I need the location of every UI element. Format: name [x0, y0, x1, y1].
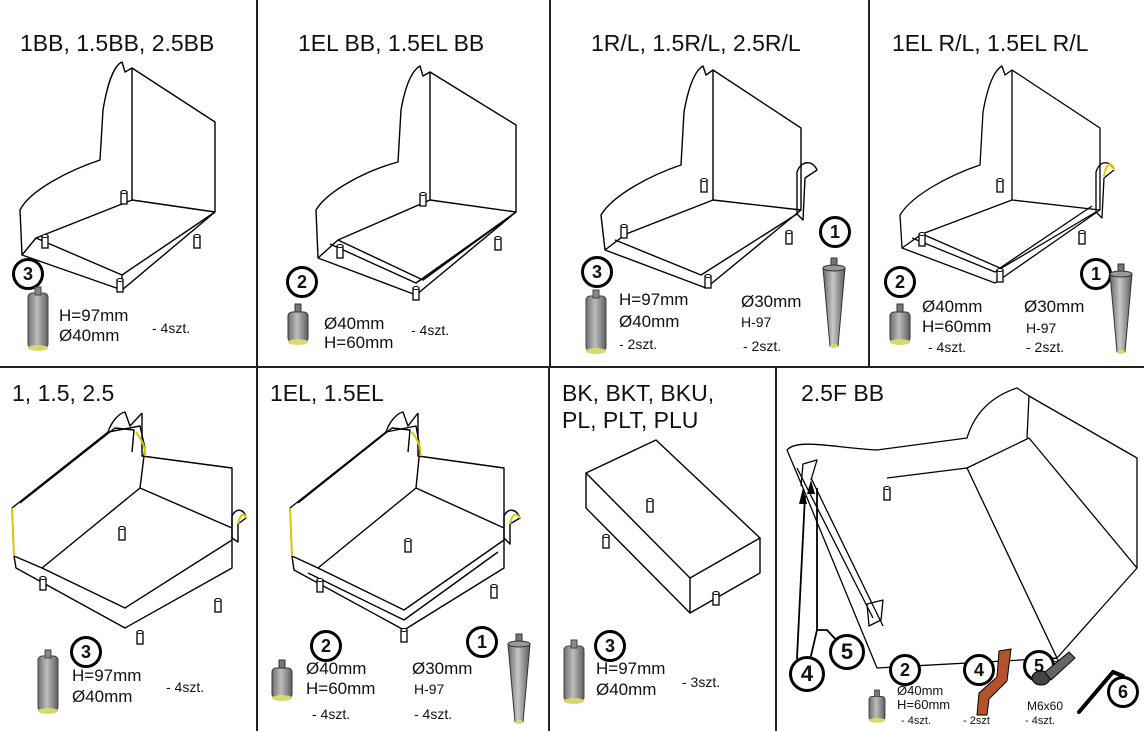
cylinder-leg-icon [37, 649, 59, 715]
part-number-badge: 2 [884, 266, 916, 298]
panel-1rl: 1R/L, 1.5R/L, 2.5R/L 3 H=97mm Ø40mm - 2s… [551, 0, 868, 366]
leg-diameter: Ø30mm [1024, 297, 1085, 316]
hex-key-icon [1077, 669, 1125, 714]
cylinder-leg-icon [563, 639, 585, 705]
leg-diameter: Ø30mm [412, 659, 473, 678]
cylinder-leg-icon [585, 289, 607, 355]
column-divider [775, 366, 777, 731]
panel-1el-rl: 1EL R/L, 1.5EL R/L 2 Ø40mm H=60mm - 4szt… [870, 0, 1144, 366]
leg-height: H=60mm [897, 697, 951, 712]
leg-height: H=97mm [72, 666, 142, 685]
part-number-badge: 2 [889, 654, 921, 686]
panel-title: 1EL BB, 1.5EL BB [298, 30, 485, 56]
bolt-icon [1031, 651, 1076, 686]
part-number-badge: 3 [70, 636, 102, 668]
short-leg-icon [287, 303, 309, 346]
leg-quantity: - 2szt. [1026, 339, 1065, 355]
bolt-quantity: - 4szt. [1025, 715, 1055, 727]
sofa-module-drawing [600, 65, 818, 289]
short-leg-icon [889, 303, 911, 346]
leg-height: H=97mm [619, 290, 689, 309]
part-number-badge: 2 [310, 630, 342, 662]
panel-1: 1, 1.5, 2.5 3 H=97mm Ø40mm - 4szt. [0, 368, 256, 731]
leg-diameter: Ø40mm [619, 312, 680, 331]
panel-title: 1EL R/L, 1.5EL R/L [892, 30, 1089, 56]
panel-title: 1R/L, 1.5R/L, 2.5R/L [591, 30, 801, 56]
leg-quantity: - 2szt. [743, 338, 782, 354]
column-divider [549, 0, 551, 366]
leg-height: H-97 [414, 681, 445, 697]
panel-title: 1BB, 1.5BB, 2.5BB [20, 30, 215, 56]
part-number-badge: 1 [1080, 258, 1112, 290]
leg-height: H-97 [1026, 320, 1057, 336]
part-number-badge: 2 [286, 266, 318, 298]
bracket-icon [976, 648, 1012, 716]
tapered-leg-icon [822, 257, 846, 349]
leg-diameter: Ø30mm [741, 292, 802, 311]
panel-1el: 1EL, 1.5EL 2 Ø40mm H=60mm - 4szt. 1 Ø3 [258, 368, 548, 731]
column-divider [548, 366, 550, 731]
panel-1bb: 1BB, 1.5BB, 2.5BB 3 H=97mm Ø40mm - 4szt. [0, 0, 256, 366]
leg-diameter: Ø40mm [922, 297, 983, 316]
panel-title: BK, BKT, BKU, PL, PLT, PLU [562, 380, 715, 433]
sofa-module-drawing [315, 65, 517, 301]
bracket-quantity: - 2szt [963, 715, 990, 727]
leg-quantity: - 3szt. [682, 674, 721, 690]
sofa-module-drawing [19, 61, 216, 293]
part-number-badge: 4 [963, 654, 995, 686]
panel-1el-bb: 1EL BB, 1.5EL BB 2 Ø40mm H=60mm - 4szt. [258, 0, 549, 366]
column-divider [256, 0, 258, 731]
part-number-badge: 6 [1107, 676, 1139, 708]
leg-quantity: - 4szt. [414, 706, 453, 722]
leg-diameter: Ø40mm [897, 683, 944, 698]
leg-height: H=97mm [59, 306, 129, 325]
sofa-module-drawing [899, 65, 1115, 284]
callout-badge: 5 [829, 634, 865, 670]
leg-height: H-97 [741, 314, 772, 330]
part-number-badge: 1 [466, 626, 498, 658]
short-leg-icon [868, 689, 886, 724]
leg-quantity: - 4szt. [928, 339, 967, 355]
leg-quantity: - 4szt. [152, 320, 191, 336]
leg-diameter: Ø40mm [324, 314, 385, 333]
pouf-module-drawing [585, 439, 761, 614]
panel-title: 2.5F BB [801, 380, 885, 406]
sofa-module-drawing [11, 411, 247, 645]
leg-quantity: - 4szt. [411, 322, 450, 338]
part-number-badge: 3 [12, 258, 44, 290]
short-leg-icon [271, 659, 293, 702]
callout-badge: 4 [789, 656, 825, 692]
leg-quantity: - 2szt. [619, 336, 658, 352]
leg-diameter: Ø40mm [59, 326, 120, 345]
leg-quantity: - 4szt. [166, 679, 205, 695]
part-number-badge: 1 [819, 216, 851, 248]
panel-title: 1EL, 1.5EL [270, 380, 384, 406]
panel-title: 1, 1.5, 2.5 [12, 380, 115, 406]
leg-height: H=60mm [306, 679, 376, 698]
panel-bk: BK, BKT, BKU, PL, PLT, PLU 3 H=97mm Ø40m… [550, 368, 775, 731]
leg-quantity: - 4szt. [312, 706, 351, 722]
row-divider [0, 366, 1144, 368]
panel-2-5f-bb: 2.5F BB 4 5 2 Ø40mm H=60mm - 4sz [777, 368, 1144, 731]
cylinder-leg-icon [27, 286, 49, 352]
leg-diameter: Ø40mm [306, 659, 367, 678]
bolt-size: M6x60 [1027, 699, 1064, 713]
leg-height: H=60mm [922, 317, 992, 336]
leg-diameter: Ø40mm [72, 687, 133, 706]
tapered-leg-icon [507, 633, 531, 725]
leg-height: H=60mm [324, 333, 394, 352]
leg-diameter: Ø40mm [596, 680, 657, 699]
leg-quantity: - 4szt. [901, 715, 931, 727]
sofa-module-drawing [289, 411, 521, 643]
tapered-leg-icon [1109, 263, 1133, 355]
part-number-badge: 3 [594, 630, 626, 662]
leg-height: H=97mm [596, 659, 666, 678]
column-divider [868, 0, 870, 366]
part-number-badge: 3 [581, 256, 613, 288]
